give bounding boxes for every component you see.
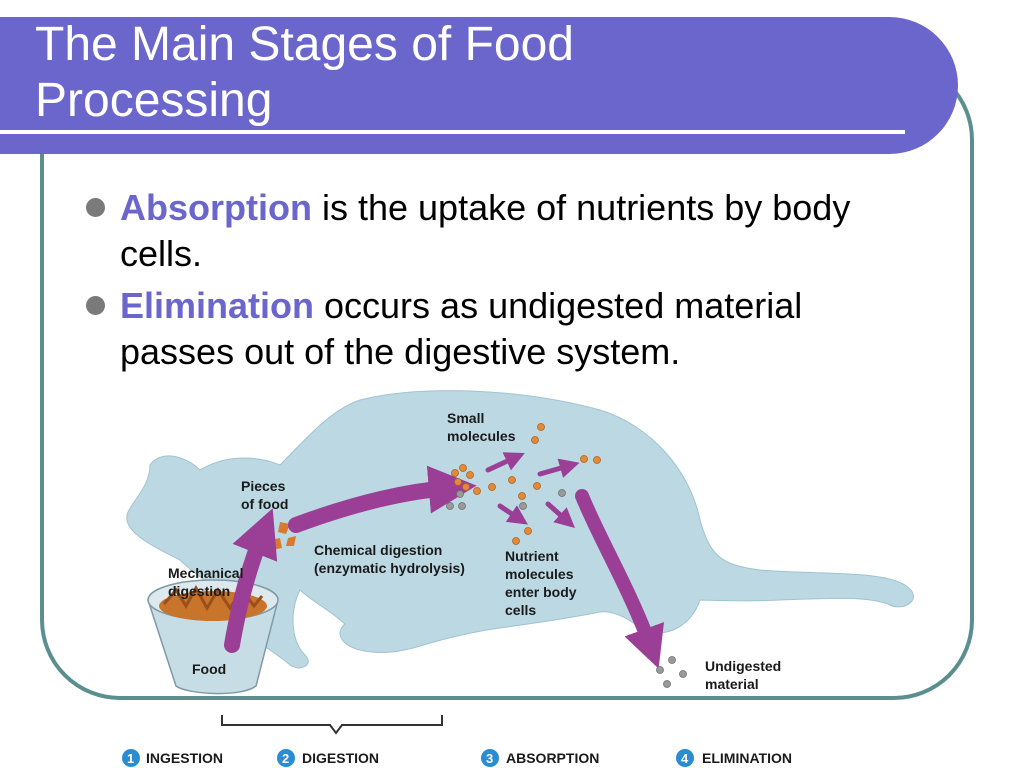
- bullet-text: occurs as undigested material: [314, 285, 803, 326]
- stage-badge-icon: [481, 749, 499, 767]
- slide-title: The Main Stages of Food Processing: [35, 17, 574, 129]
- bullet-text: is the uptake of nutrients by body: [311, 187, 851, 228]
- title-underline: [0, 130, 905, 134]
- bullet-dot-icon: [86, 296, 105, 315]
- stage-4-number: 4: [681, 751, 689, 766]
- bullet-text-continued: cells.: [120, 233, 203, 274]
- stage-3-number: 3: [486, 751, 493, 766]
- bullet-list: Absorption is the uptake of nutrients by…: [80, 185, 960, 381]
- slide-title-line2: Processing: [35, 74, 273, 127]
- stage-2-label: DIGESTION: [302, 750, 379, 766]
- stage-badge-icon: [122, 749, 140, 767]
- stage-2-number: 2: [282, 751, 289, 766]
- bullet-absorption: Absorption is the uptake of nutrients by…: [80, 185, 960, 277]
- stage-1-number: 1: [127, 751, 134, 766]
- slide-title-line1: The Main Stages of Food: [35, 18, 574, 71]
- stage-legend: 1 INGESTION 2 DIGESTION 3 ABSORPTION 4 E…: [122, 749, 792, 767]
- stage-badge-icon: [676, 749, 694, 767]
- bullet-text-continued: passes out of the digestive system.: [120, 331, 681, 372]
- stage-4-label: ELIMINATION: [702, 750, 792, 766]
- stage-badge-icon: [277, 749, 295, 767]
- term-absorption: Absorption: [120, 187, 312, 228]
- bullet-dot-icon: [86, 198, 105, 217]
- digestion-bracket: [221, 715, 443, 735]
- term-elimination: Elimination: [120, 285, 315, 326]
- stage-3-label: ABSORPTION: [506, 750, 599, 766]
- stage-1-label: INGESTION: [146, 750, 223, 766]
- bullet-elimination: Elimination occurs as undigested materia…: [80, 283, 960, 375]
